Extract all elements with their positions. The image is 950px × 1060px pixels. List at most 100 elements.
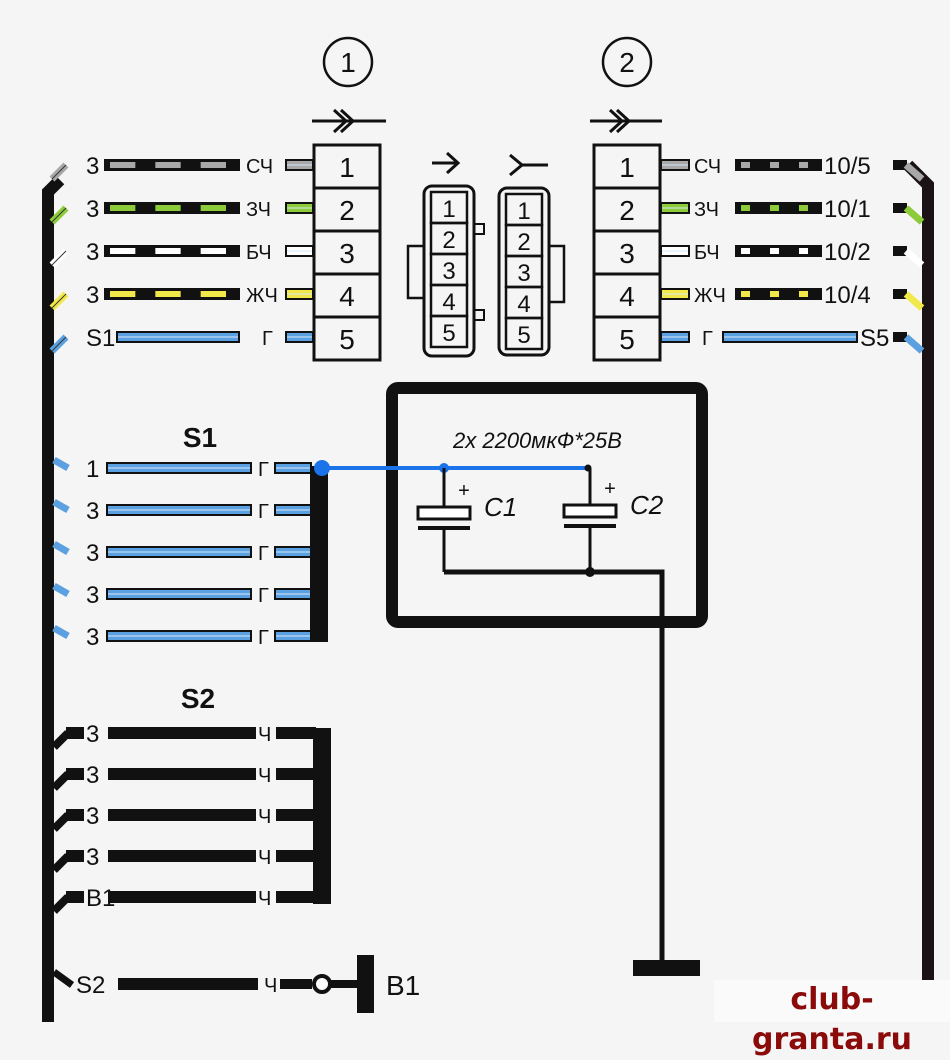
connector-pin-number: 1 (339, 152, 355, 183)
face-pin-number: 4 (517, 291, 530, 318)
capacitor-c2: + C2 (562, 468, 664, 572)
connector-pin-cell (312, 229, 382, 276)
face-pin-number: 5 (442, 320, 455, 347)
face-pin-number: 1 (517, 198, 530, 225)
c2-label: C2 (630, 490, 664, 520)
right-harness-trunk (903, 160, 934, 1022)
connector-2-badge (601, 36, 653, 88)
wire-from-label: 3 (86, 196, 99, 223)
face-pin-number: 5 (517, 322, 530, 349)
wire-to-label: 10/4 (824, 282, 871, 309)
connector-pin-cell (592, 315, 662, 362)
wire-to-label: 10/5 (824, 153, 871, 180)
connector-pin-number: 2 (619, 195, 635, 226)
connector-pin-cell (312, 143, 382, 190)
face-pin-cell (504, 316, 544, 351)
wire-to-label: Г (258, 501, 269, 523)
wire-to-label: 10/1 (824, 196, 871, 223)
wire-from-label: 3 (86, 624, 99, 651)
wire-from-label: 3 (86, 239, 99, 266)
splice-node (314, 460, 330, 476)
junction-node (585, 567, 595, 577)
connector-pin-number: 2 (339, 195, 355, 226)
plug-socket-symbol-icon (590, 108, 662, 134)
wire-from-label: Г (702, 328, 713, 350)
harness-wire: ЖЧ 10/4 (660, 282, 925, 311)
c1-label: C1 (484, 492, 517, 522)
connector-pin-number: 5 (619, 324, 635, 355)
harness-wire: Г S5 (660, 325, 925, 354)
wire-to-label: Ч (258, 724, 271, 746)
face-pin-number: 2 (442, 227, 455, 254)
wire-to-label: Ч (258, 765, 271, 787)
wire-from-label: 3 (86, 803, 99, 830)
capacitor-c1: + C1 (416, 468, 517, 572)
watermark: club-granta.ru (714, 980, 950, 1057)
connector-pin-number: 4 (339, 281, 355, 312)
wire-to-label: Ч (258, 847, 271, 869)
splice-s1-bus (310, 466, 328, 642)
connector-pin-number: 3 (619, 238, 635, 269)
wire-from-label: ЗЧ (694, 199, 719, 221)
ground-wire-s2-b1: S2 Ч B1 (51, 955, 420, 1013)
c2-polarity: + (604, 478, 616, 500)
connector-1-badge (322, 36, 374, 88)
face-pin-number: 1 (442, 196, 455, 223)
wire-to-label: Г (262, 328, 273, 350)
wire-from-label: 3 (86, 498, 99, 525)
wire-to-label: S5 (860, 325, 889, 352)
wire-from-label: S2 (76, 972, 105, 999)
wire-to-label: ЗЧ (246, 199, 271, 221)
face-pin-number: 3 (442, 258, 455, 285)
plug-socket-symbol-icon (312, 108, 386, 134)
connector-pin-cell (592, 186, 662, 233)
wire-to-label: ЖЧ (246, 285, 278, 307)
connector-pin-number: 3 (339, 238, 355, 269)
left-harness-trunk (42, 175, 65, 1022)
connector-pin-cell (592, 229, 662, 276)
arrow-right-icon (432, 151, 461, 175)
wire-to-label: 10/2 (824, 239, 871, 266)
wire-to-label: Г (258, 543, 269, 565)
wire-from-label: 3 (86, 582, 99, 609)
wire-from-label: 3 (86, 540, 99, 567)
body-ground-symbol-icon (357, 955, 374, 1013)
wire-to-label: Ч (264, 975, 277, 997)
wire-from-label: ЖЧ (694, 285, 726, 307)
terminal-eye-icon (312, 974, 332, 994)
wire-from-label: 1 (86, 456, 99, 483)
wire-from-label: 3 (86, 844, 99, 871)
wire-to-label: Г (258, 459, 269, 481)
harness-wire: 3 ЗЧ (49, 196, 314, 225)
wire-from-label: 3 (86, 762, 99, 789)
face-pin-number: 4 (442, 289, 455, 316)
wire-from-label: БЧ (694, 242, 720, 264)
connector-pin-number: 1 (619, 152, 635, 183)
harness-wire: 3 БЧ (49, 239, 314, 268)
wire-to-label: Ч (258, 806, 271, 828)
wire-from-label: 3 (86, 721, 99, 748)
wire-to-label: БЧ (246, 242, 272, 264)
ground-point-label: B1 (386, 970, 420, 1001)
splice-s1-title: S1 (183, 422, 217, 453)
connector-pin-number: 4 (619, 281, 635, 312)
face-pin-number: 3 (517, 260, 530, 287)
male-connector-view: 1 2 3 4 5 (406, 151, 485, 358)
splice-s2-title: S2 (181, 683, 215, 714)
c1-polarity: + (458, 480, 470, 502)
